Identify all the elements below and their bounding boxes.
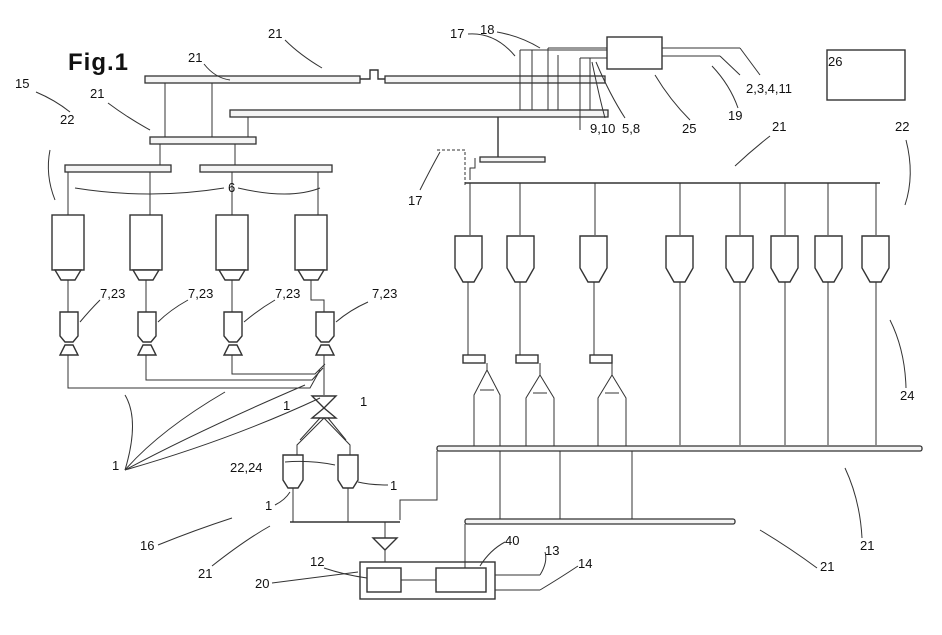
label-7-23-d: 7,23 — [372, 286, 397, 301]
figure-title: Fig.1 — [68, 49, 129, 76]
label-13: 13 — [545, 543, 559, 558]
label-1-bottom-right: 1 — [390, 478, 397, 493]
label-20: 20 — [255, 576, 269, 591]
label-25: 25 — [682, 121, 696, 136]
belt-transfer-chute — [360, 70, 385, 79]
label-21-bottom: 21 — [820, 559, 834, 574]
label-1-junction-right: 1 — [360, 394, 367, 409]
conveyor-belt-middle — [230, 110, 608, 117]
label-21-top: 21 — [268, 26, 282, 41]
label-18: 18 — [480, 22, 494, 37]
label-21-right: 21 — [772, 119, 786, 134]
label-21-bottom-right: 21 — [860, 538, 874, 553]
weighing-stations — [463, 355, 626, 448]
label-14: 14 — [578, 556, 592, 571]
label-1-left: 1 — [112, 458, 119, 473]
label-15: 15 — [15, 76, 29, 91]
label-17-right: 17 — [408, 193, 422, 208]
reference-labels: 21 21 21 21 21 21 21 17 18 26 15 22 22 9… — [15, 22, 914, 591]
bottom-right-belts — [400, 446, 922, 524]
conveyor-belt-top-left — [145, 76, 360, 83]
label-17-top: 17 — [450, 26, 464, 41]
label-24: 24 — [900, 388, 914, 403]
right-hoppers — [455, 236, 889, 445]
right-silo-network — [465, 183, 880, 235]
label-7-23-b: 7,23 — [188, 286, 213, 301]
label-22-24: 22,24 — [230, 460, 263, 475]
label-21-left-bottom: 21 — [198, 566, 212, 581]
label-1-junction-left: 1 — [283, 398, 290, 413]
label-5-8: 5,8 — [622, 121, 640, 136]
label-7-23-c: 7,23 — [275, 286, 300, 301]
control-unit-box — [607, 37, 662, 69]
label-7-23-a: 7,23 — [100, 286, 125, 301]
label-12: 12 — [310, 554, 324, 569]
conveyor-belt-top-right — [385, 76, 605, 83]
label-19: 19 — [728, 108, 742, 123]
metering-units — [60, 312, 334, 355]
label-40: 40 — [505, 533, 519, 548]
conveyor-belt-distributor — [150, 137, 256, 144]
conveyor-belt-left-a — [65, 165, 171, 172]
right-supply-column — [437, 117, 545, 185]
label-26: 26 — [828, 54, 842, 69]
label-22-right: 22 — [895, 119, 909, 134]
label-1-bottom-left: 1 — [265, 498, 272, 513]
label-16: 16 — [140, 538, 154, 553]
label-21-belt: 21 — [188, 50, 202, 65]
label-9-10: 9,10 — [590, 121, 615, 136]
conveyor-belt-left-b — [200, 165, 332, 172]
label-2-3-4-11: 2,3,4,11 — [746, 81, 792, 96]
label-22-left: 22 — [60, 112, 74, 127]
label-21-left: 21 — [90, 86, 104, 101]
label-6: 6 — [228, 180, 235, 195]
